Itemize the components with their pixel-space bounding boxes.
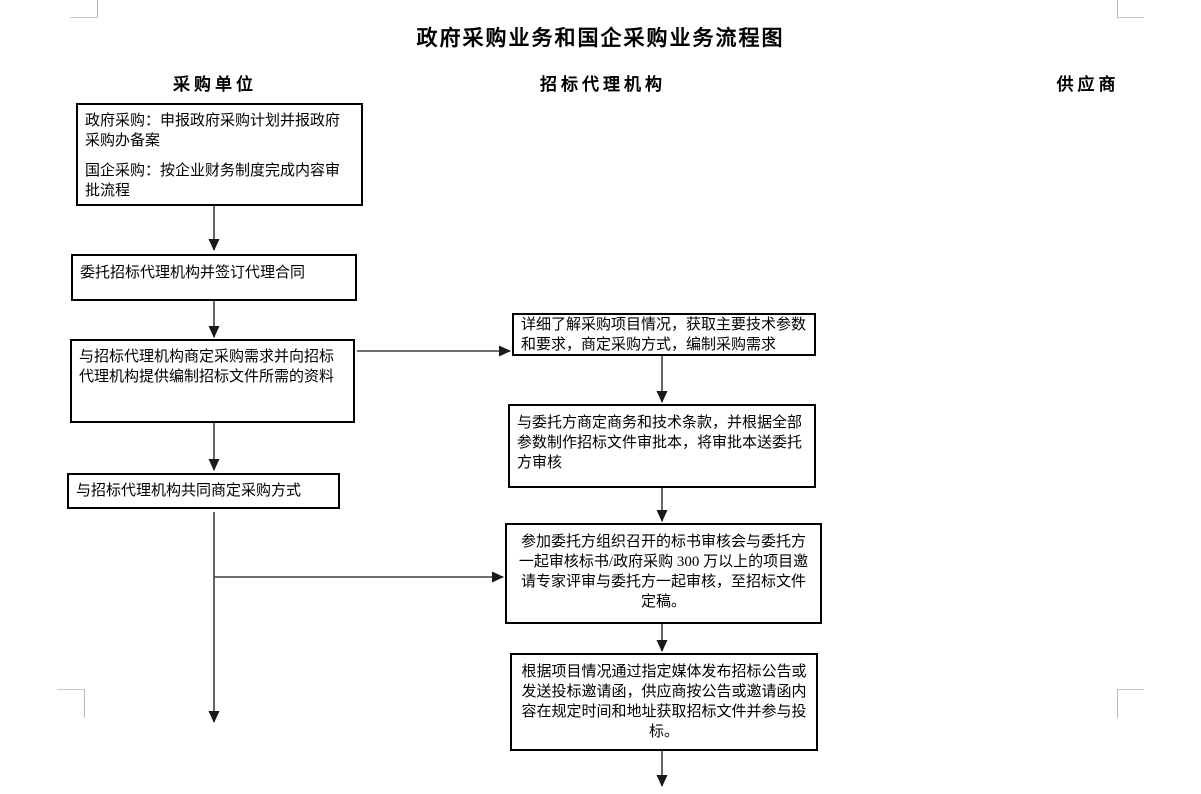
flow-box-text: 根据项目情况通过指定媒体发布招标公告或发送投标邀请函，供应商按公告或邀请函内容在… — [521, 664, 807, 740]
flow-box-text: 委托招标代理机构并签订代理合同 — [80, 265, 306, 281]
lane-header-purchaser: 采购单位 — [173, 75, 257, 94]
page-margin-mark-top-right — [1117, 0, 1144, 18]
flow-box-middle-understand-project: 详细了解采购项目情况，获取主要技术参数和要求，商定采购方式，编制采购需求 — [512, 313, 816, 356]
lane-header-supplier: 供应商 — [1056, 75, 1120, 94]
flow-box-middle-publish-announcement: 根据项目情况通过指定媒体发布招标公告或发送投标邀请函，供应商按公告或邀请函内容在… — [510, 653, 818, 751]
flow-box-left-agree-method: 与招标代理机构共同商定采购方式 — [67, 473, 340, 509]
flow-box-text: 政府采购：申报政府采购计划并报政府采购办备案 — [85, 113, 341, 149]
page-margin-mark-bottom-left — [57, 689, 85, 718]
flow-box-text: 与招标代理机构共同商定采购方式 — [76, 483, 302, 499]
flow-box-left-entrust-agency: 委托招标代理机构并签订代理合同 — [71, 254, 357, 301]
flow-box-text: 与招标代理机构商定采购需求并向招标代理机构提供编制招标文件所需的资料 — [79, 349, 335, 385]
flow-box-middle-draft-documents: 与委托方商定商务和技术条款，并根据全部参数制作招标文件审批本，将审批本送委托方审… — [508, 404, 816, 488]
flow-box-left-provide-materials: 与招标代理机构商定采购需求并向招标代理机构提供编制招标文件所需的资料 — [70, 339, 355, 423]
page-title: 政府采购业务和国企采购业务流程图 — [416, 26, 785, 50]
flow-box-text: 参加委托方组织召开的标书审核会与委托方一起审核标书/政府采购 300 万以上的项… — [518, 534, 809, 610]
flow-box-left-declare-plan: 政府采购：申报政府采购计划并报政府采购办备案 国企采购：按企业财务制度完成内容审… — [76, 103, 363, 206]
flow-box-text: 国企采购：按企业财务制度完成内容审批流程 — [85, 163, 341, 199]
flow-box-middle-review-meeting: 参加委托方组织召开的标书审核会与委托方一起审核标书/政府采购 300 万以上的项… — [505, 523, 822, 624]
page-margin-mark-bottom-right — [1117, 689, 1144, 718]
page-margin-mark-top-left — [70, 0, 98, 18]
lane-header-agency: 招标代理机构 — [540, 75, 666, 94]
flow-box-text: 与委托方商定商务和技术条款，并根据全部参数制作招标文件审批本，将审批本送委托方审… — [517, 415, 803, 471]
flow-box-text: 详细了解采购项目情况，获取主要技术参数和要求，商定采购方式，编制采购需求 — [521, 317, 807, 353]
